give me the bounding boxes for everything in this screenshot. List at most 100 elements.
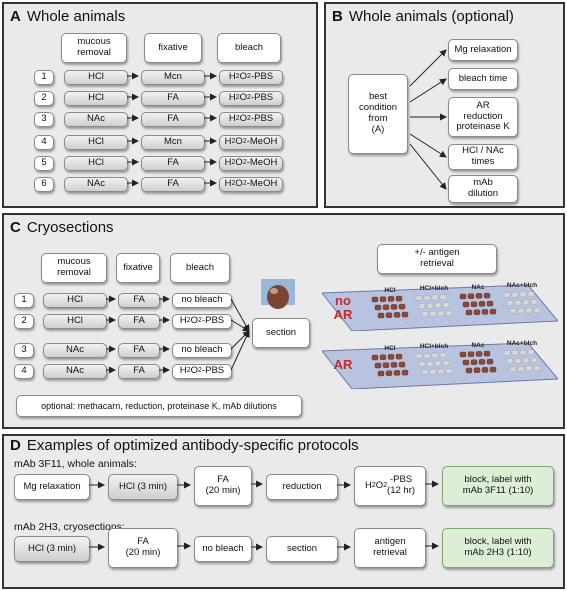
tissue-section — [511, 349, 519, 356]
tissue-section — [439, 294, 447, 300]
slide-column-label: NAc+blch — [506, 340, 538, 348]
header-mucous-removal: mucous removal — [41, 253, 107, 283]
row-number: 3 — [14, 343, 34, 358]
option-mg-relaxation: Mg relaxation — [448, 39, 518, 61]
tissue-section — [459, 351, 467, 358]
option-hcl-nac-times: HCl / NAc times — [448, 144, 518, 170]
mucous-removal-cell: NAc — [64, 177, 128, 192]
protocol-step: section — [266, 536, 338, 562]
row-number: 2 — [14, 314, 34, 329]
tissue-section — [473, 367, 481, 373]
row-number: 4 — [14, 364, 34, 379]
mucous-removal-cell: HCl — [64, 135, 128, 150]
tissue-section — [445, 368, 453, 374]
tissue-section — [415, 295, 423, 301]
tissue-section — [522, 357, 530, 364]
antigen-retrieval-box: +/- antigen retrieval — [377, 244, 497, 274]
tissue-section — [374, 362, 382, 369]
tissue-section — [371, 296, 379, 303]
tissue-section — [459, 293, 467, 300]
tissue-section — [401, 369, 409, 376]
tissue-section — [387, 354, 395, 360]
tissue-section — [481, 367, 489, 373]
tissue-section — [511, 291, 519, 298]
header-bleach: bleach — [217, 33, 281, 63]
tissue-section — [395, 353, 403, 360]
tissue-section — [382, 304, 390, 310]
fixative-cell: Mcn — [141, 135, 205, 150]
slide-column-label: HCl+blch — [419, 285, 449, 293]
tissue-section — [530, 357, 538, 363]
option-bleach-time: bleach time — [448, 68, 518, 90]
slide-column-label: NAc — [471, 283, 485, 291]
tissue-section — [527, 291, 535, 297]
tissue-section — [522, 299, 530, 306]
optional-box: optional: methacarn, reduction, proteina… — [16, 395, 302, 417]
tissue-section — [486, 358, 494, 365]
protocol-2-label: mAb 2H3, cryosections: — [14, 521, 125, 533]
tissue-section — [445, 310, 453, 316]
tissue-section — [465, 367, 473, 374]
tissue-section — [475, 293, 483, 299]
tissue-section — [475, 351, 483, 357]
tissue-section — [486, 300, 494, 307]
slide-column-label: HCl — [384, 345, 396, 352]
mucous-removal-cell: NAc — [43, 343, 107, 358]
tissue-section — [385, 312, 393, 318]
tissue-section — [398, 303, 406, 310]
tissue-section — [437, 310, 445, 317]
tissue-section — [517, 366, 525, 372]
mucous-removal-cell: HCl — [64, 156, 128, 171]
tissue-section — [465, 309, 473, 316]
tissue-section — [470, 359, 478, 365]
tissue-section — [418, 303, 426, 309]
mucous-removal-cell: HCl — [64, 70, 128, 85]
slide-column-label: NAc — [471, 341, 485, 349]
tissue-section — [434, 360, 442, 367]
mucous-removal-cell: HCl — [64, 91, 128, 106]
tissue-section — [429, 369, 437, 375]
tissue-section — [387, 296, 395, 302]
tissue-section — [390, 362, 398, 368]
protocol-step: FA(20 min) — [194, 466, 252, 506]
tissue-section — [478, 359, 486, 365]
tissue-section — [527, 349, 535, 355]
tissue-section — [462, 301, 470, 308]
row-number: 5 — [34, 156, 54, 171]
tissue-section — [429, 311, 437, 317]
tissue-section — [415, 353, 423, 359]
tissue-section — [462, 359, 470, 366]
tissue-section — [382, 362, 390, 368]
tissue-section — [434, 302, 442, 309]
tissue-section — [401, 311, 409, 318]
tissue-section — [467, 293, 475, 299]
tissue-section — [517, 308, 525, 314]
slide-column-label: HCl — [384, 287, 396, 294]
tissue-section — [431, 352, 439, 359]
tissue-section — [509, 366, 517, 372]
tissue-section — [483, 350, 491, 357]
row-number: 1 — [34, 70, 54, 85]
fixative-cell: FA — [118, 293, 160, 308]
best-condition-box: best condition from (A) — [348, 74, 408, 154]
tissue-section — [398, 361, 406, 368]
tissue-section — [437, 368, 445, 375]
fixative-cell: FA — [141, 112, 205, 127]
tissue-section — [393, 312, 401, 318]
tissue-section — [506, 358, 514, 364]
tissue-section — [439, 352, 447, 358]
tissue-section — [489, 308, 497, 315]
